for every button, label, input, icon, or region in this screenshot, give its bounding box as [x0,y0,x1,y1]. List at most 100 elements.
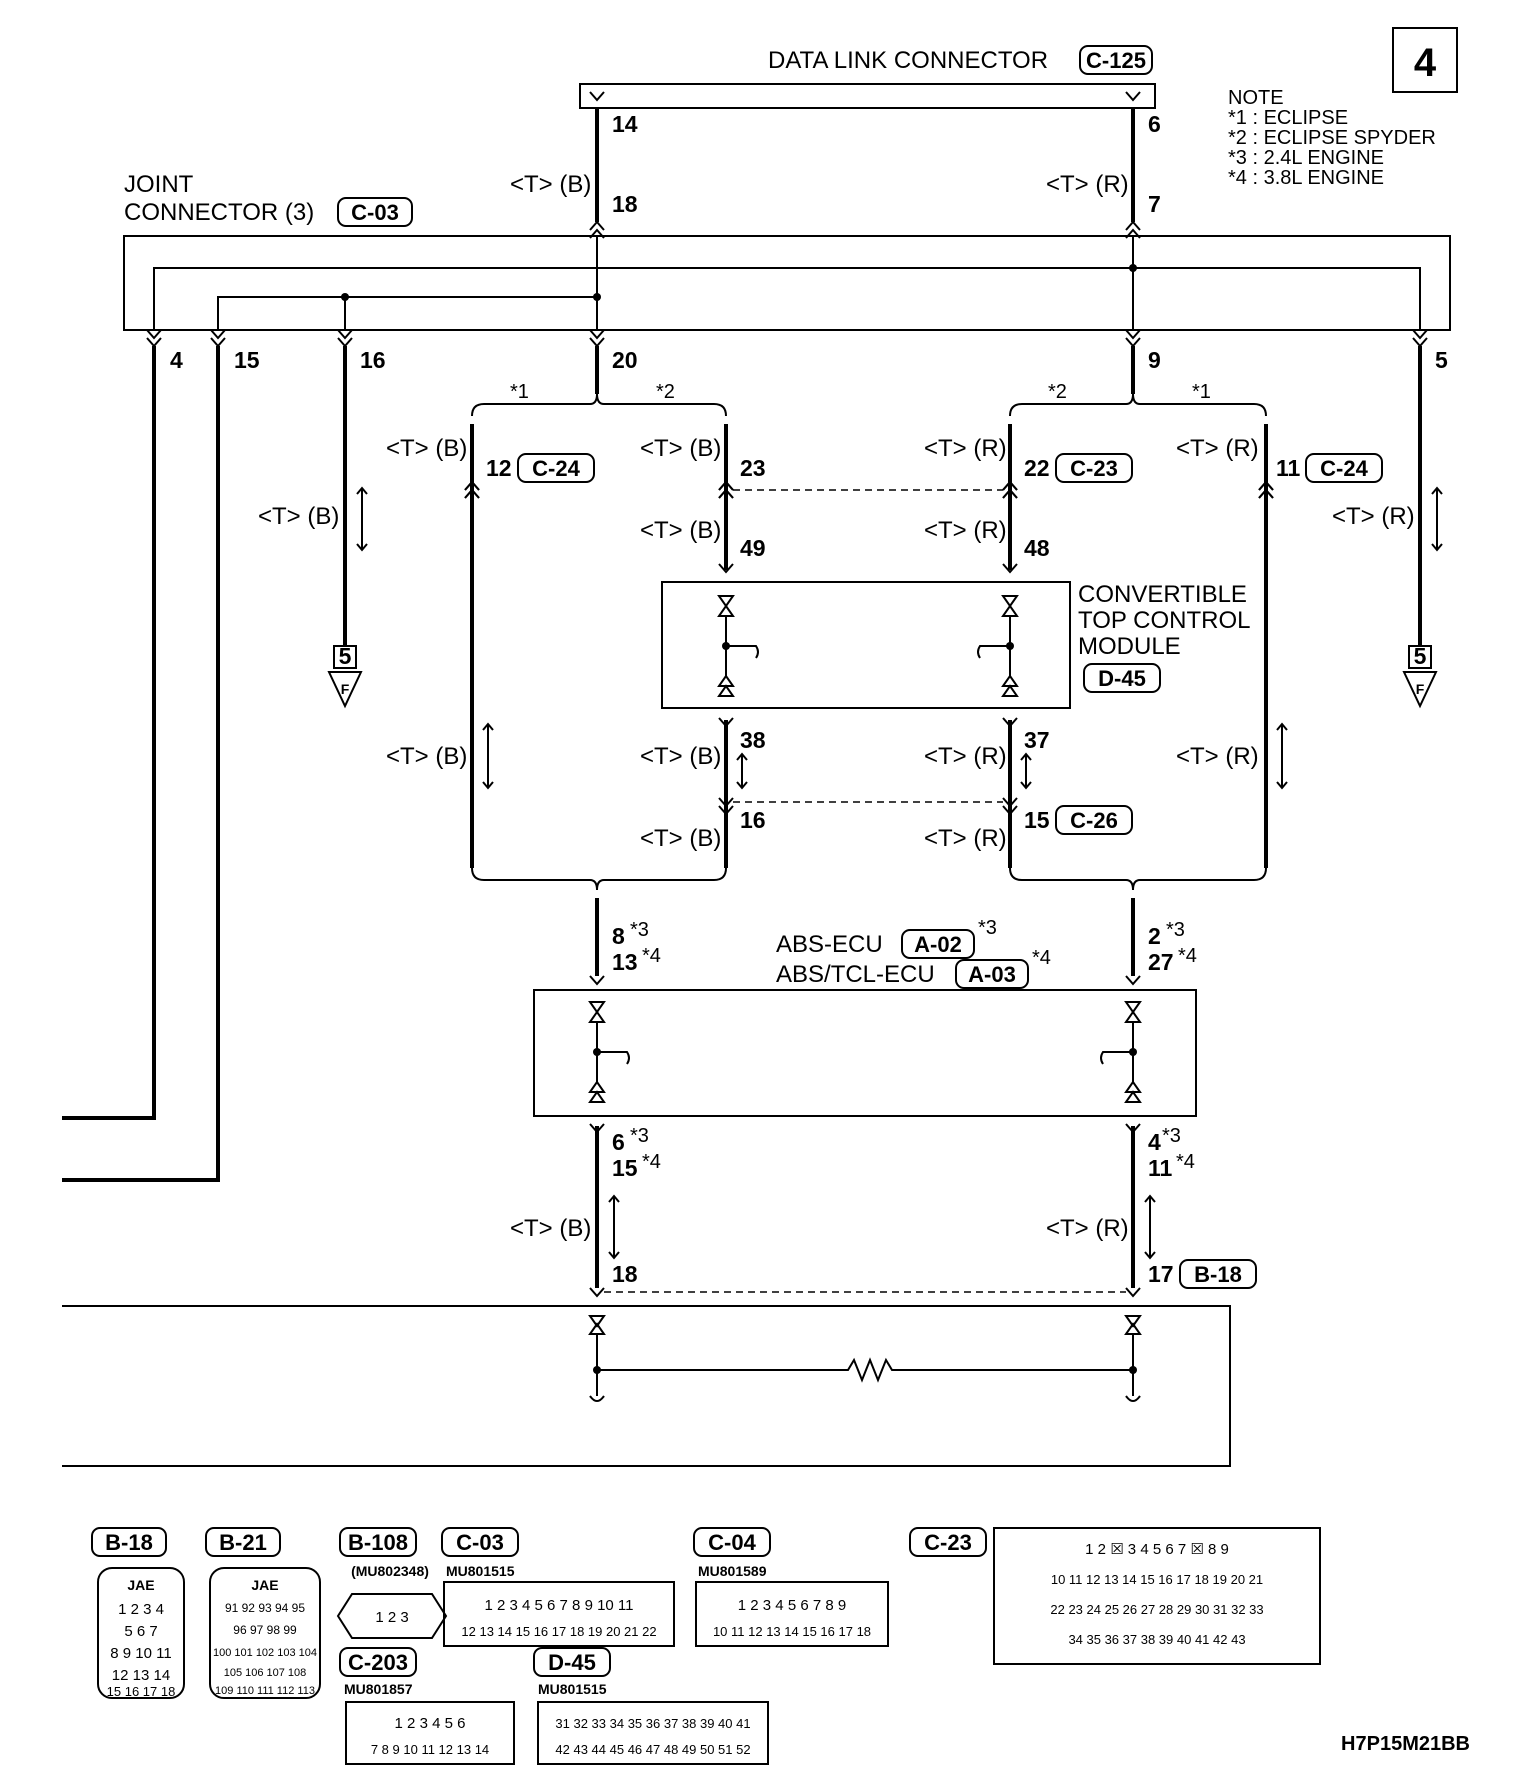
pin-arrows [718,797,1018,816]
wire-label-r: <T> (R) [1332,503,1415,530]
connector-code: C-203 [348,1650,408,1675]
marker-3: *3 [630,1125,649,1147]
c23-pin-22: 22 [1024,455,1050,481]
dlc-pin-right: 6 [1148,111,1161,137]
connector-view-b18: B-18 JAE 1 2 3 4 5 6 7 8 9 10 11 12 13 1… [91,1527,185,1699]
c26-pin-16: 16 [740,807,766,833]
wire-label-r: <T> (R) [924,435,1007,462]
connector-code: D-45 [548,1650,596,1675]
connector-code: C-23 [924,1530,972,1555]
connector-view-c03: C-03 MU801515 1 2 3 4 5 6 7 8 9 10 11 12… [441,1527,675,1647]
jc-pin-15: 15 [234,347,260,373]
jc-pin-18: 18 [612,191,638,217]
variant-brace-right [1009,867,1267,891]
jc-through-lines [596,236,1134,330]
wire-jc-15 [62,346,220,1182]
pin-row: 10 11 12 13 14 15 16 17 18 [713,1624,871,1639]
off-page-arrow [327,671,363,709]
pin-arrows [589,1123,1141,1134]
abs-pin-r3: 4 [1148,1129,1161,1155]
splice-dot [341,293,349,301]
abs-pin-r4: 11 [1148,1155,1173,1181]
page-number-box [1392,27,1458,93]
figure-code: H7P15M21BB [1341,1733,1470,1755]
note-item-3: *3 : 2.4L ENGINE [1228,147,1384,169]
marker-1: *1 [1192,381,1211,403]
pin-row: 1 2 3 4 5 6 [395,1715,466,1732]
pin-row: 1 2 3 [375,1609,408,1626]
connector-code-badge [205,1527,281,1557]
marker-4: *4 [1032,947,1051,969]
wire-label-r: <T> (R) [924,743,1007,770]
abs-code-1: A-02 [914,932,962,957]
pin-row: 105 106 107 108 [224,1667,307,1679]
wire-label-r: <T> (R) [924,825,1007,852]
module-label-3: MODULE [1078,633,1181,660]
abs-pin-l3: 6 [612,1129,625,1155]
pin-37: 37 [1024,727,1050,753]
abs-internal [596,1022,1134,1082]
joint-connector-box [123,235,1451,331]
connector-code-badge [1079,45,1153,75]
marker-4: *4 [642,1151,661,1173]
joint-connector-label-2: CONNECTOR (3) [124,199,314,226]
marker-4: *4 [1176,1151,1195,1173]
connector-maker: JAE [251,1577,278,1593]
connector-view-c23: C-23 1 2 ☒ 3 4 5 6 7 ☒ 8 9 10 11 12 13 1… [909,1527,1321,1665]
connector-part-number: MU801515 [538,1681,607,1697]
connector-code-badge [901,929,975,959]
wire-label-b: <T> (B) [258,503,339,530]
pin-arrows [589,91,1141,102]
module-label-1: CONVERTIBLE [1078,581,1247,608]
connector-part-number: (MU802348) [351,1563,429,1579]
connector-code-badge [1179,1259,1257,1289]
connector-code-badge [1055,453,1133,483]
pin-row: 7 8 9 10 11 12 13 14 [371,1742,489,1757]
note-title: NOTE [1228,87,1284,109]
terminating-box [62,1305,1231,1467]
connector-face [443,1581,675,1647]
marker-4: *4 [1178,945,1197,967]
pin-row: 91 92 93 94 95 [225,1601,305,1615]
connector-view-d45: D-45 MU801515 31 32 33 34 35 36 37 38 39… [533,1647,769,1765]
convertible-module-box [661,581,1071,709]
marker-3: *3 [978,917,997,939]
connector-code-badge [1083,663,1161,693]
note-item-1: *1 : ECLIPSE [1228,107,1348,129]
c24-pin-12: 12 [486,455,512,481]
pin-row: 5 6 7 [124,1623,157,1640]
connector-view-b108: B-108 (MU802348) 1 2 3 [336,1527,448,1639]
wire-label-r: <T> (R) [1046,1215,1129,1242]
connector-code: B-108 [348,1530,408,1555]
connector-part-number: MU801515 [446,1563,515,1579]
terminal-arrows [717,595,1019,697]
abs-label-2: ABS/TCL-ECU [776,961,935,988]
c23-pin-23: 23 [740,455,766,481]
connector-code-badge [533,1647,611,1677]
connector-part-number: MU801589 [698,1563,767,1579]
direction-arrow [356,486,368,552]
wire-label-b: <T> (B) [640,517,721,544]
pin-row: 8 9 10 11 [110,1645,171,1662]
splice-dot [593,1048,601,1056]
pin-48: 48 [1024,535,1050,561]
connector-view-c203: C-203 MU801857 1 2 3 4 5 6 7 8 9 10 11 1… [339,1647,515,1765]
splice-dot [1006,642,1014,650]
direction-arrow [482,722,1288,790]
splice-dot [593,1366,601,1374]
off-page-letter: F [341,681,350,697]
joint-connector-label-1: JOINT [124,171,194,198]
jc-pin-4: 4 [170,347,183,373]
wire-label-r: <T> (R) [1046,171,1129,198]
connector-part-number: MU801857 [344,1681,413,1697]
connector-face [97,1567,185,1699]
jc-pin-5: 5 [1435,347,1448,373]
variant-brace-right [1009,393,1267,417]
connector-code-badge [909,1527,987,1557]
jc-pin-7: 7 [1148,191,1161,217]
pin-row: 34 35 36 37 38 39 40 41 42 43 [1068,1632,1245,1647]
b18-pin-18: 18 [612,1261,638,1287]
splice-dot [1129,1048,1137,1056]
splice-dot [1129,264,1137,272]
